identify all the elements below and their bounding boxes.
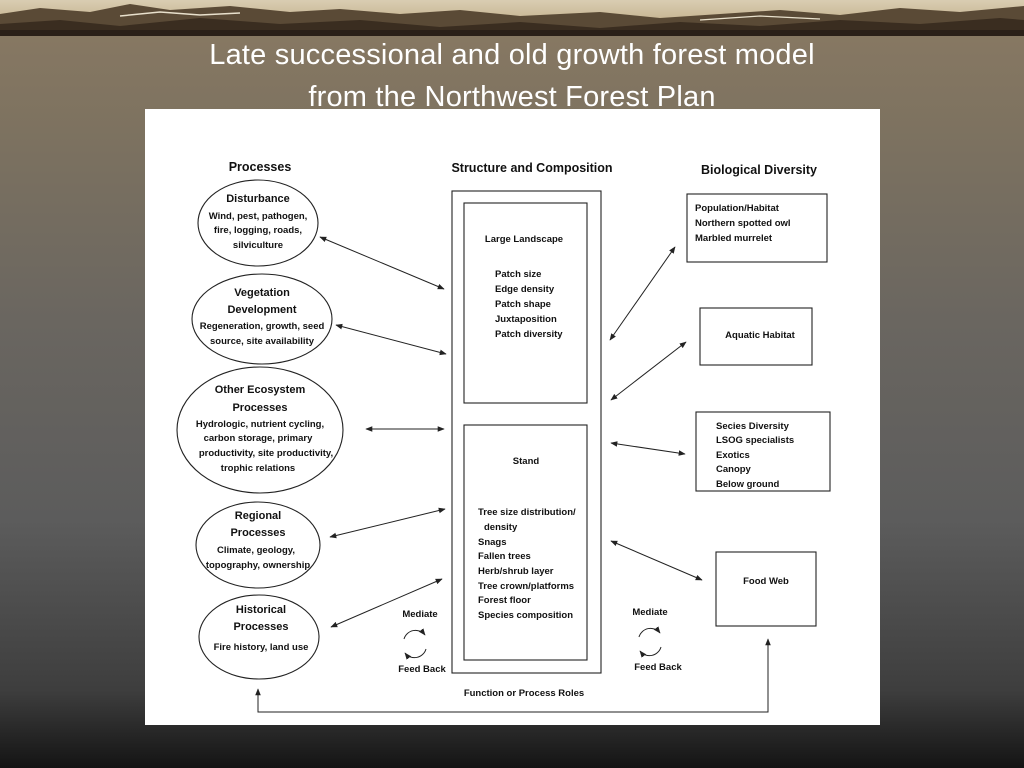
arrow-regional — [329, 507, 446, 539]
diagram-panel: Processes Structure and Composition Biol… — [145, 109, 880, 725]
regional-title: Regional — [235, 510, 281, 522]
species-line: Canopy — [716, 464, 752, 475]
stand-item: Tree size distribution/ — [478, 507, 576, 518]
stand-item: Herb/shrub layer — [478, 566, 554, 577]
arrow-vegetation — [335, 323, 447, 356]
landscape-item: Patch size — [495, 269, 541, 280]
other-ecosystem-line: Hydrologic, nutrient cycling, — [196, 419, 324, 430]
landscape-item: Patch shape — [495, 299, 551, 310]
slide-title-line2: from the Northwest Forest Plan — [308, 81, 716, 113]
stand-item: Forest floor — [478, 595, 531, 606]
stand-box: Stand Tree size distribution/ density Sn… — [463, 424, 588, 661]
regional-processes-ellipse: Regional Processes Climate, geology, top… — [195, 501, 321, 589]
arrow-aquatic — [610, 341, 687, 401]
species-line: LSOG specialists — [716, 435, 794, 446]
function-roles-loop — [255, 638, 771, 713]
landscape-item: Patch diversity — [495, 329, 563, 340]
other-ecosystem-processes-ellipse: Other Ecosystem Processes Hydrologic, nu… — [176, 366, 344, 494]
stand-title: Stand — [513, 456, 540, 467]
arrow-disturbance — [319, 236, 445, 290]
historical-title: Historical — [236, 604, 286, 616]
vegetation-development-ellipse: Vegetation Development Regeneration, gro… — [191, 273, 333, 365]
arrow-food-web — [610, 540, 703, 581]
left-feedback-label: Feed Back — [398, 664, 446, 675]
other-ecosystem-title: Processes — [232, 402, 287, 414]
right-cycle-icon — [638, 626, 662, 658]
stand-item: density — [484, 522, 518, 533]
forest-model-diagram: Processes Structure and Composition Biol… — [176, 160, 831, 713]
stand-item: Tree crown/platforms — [478, 581, 574, 592]
disturbance-line: fire, logging, roads, — [214, 225, 302, 236]
species-line: Below ground — [716, 479, 780, 490]
food-web-label: Food Web — [743, 576, 789, 587]
disturbance-line: Wind, pest, pathogen, — [209, 211, 308, 222]
population-habitat-box: Population/Habitat Northern spotted owl … — [686, 193, 828, 263]
species-line: Secies Diversity — [716, 421, 790, 432]
other-ecosystem-line: trophic relations — [221, 463, 295, 474]
disturbance-line: silviculture — [233, 240, 283, 251]
population-line: Population/Habitat — [695, 203, 780, 214]
historical-line: Fire history, land use — [214, 642, 309, 653]
vegetation-line: source, site availability — [210, 336, 315, 347]
aquatic-habitat-box: Aquatic Habitat — [699, 307, 813, 366]
arrow-historical — [330, 578, 443, 628]
stand-item: Species composition — [478, 610, 573, 621]
function-roles-label: Function or Process Roles — [464, 688, 584, 699]
historical-processes-ellipse: Historical Processes Fire history, land … — [198, 594, 320, 680]
large-landscape-box: Large Landscape Patch size Edge density … — [463, 202, 588, 404]
processes-header: Processes — [229, 160, 292, 174]
arrow-species — [610, 441, 686, 456]
regional-title: Processes — [230, 527, 285, 539]
landscape-banner — [0, 0, 1024, 36]
vegetation-line: Regeneration, growth, seed — [200, 321, 325, 332]
landscape-item: Juxtaposition — [495, 314, 557, 325]
vegetation-title: Vegetation — [234, 287, 290, 299]
biodiversity-header: Biological Diversity — [701, 163, 817, 177]
stand-item: Snags — [478, 537, 507, 548]
left-cycle-icon — [403, 628, 427, 660]
structure-header: Structure and Composition — [451, 161, 612, 175]
slide-title-line1: Late successional and old growth forest … — [209, 39, 815, 71]
other-ecosystem-title: Other Ecosystem — [215, 384, 306, 396]
other-ecosystem-line: productivity, site productivity, — [199, 448, 333, 459]
stand-item: Fallen trees — [478, 551, 531, 562]
other-ecosystem-line: carbon storage, primary — [204, 433, 313, 444]
right-mediate-label: Mediate — [632, 607, 667, 618]
historical-title: Processes — [233, 621, 288, 633]
landscape-item: Edge density — [495, 284, 555, 295]
aquatic-label: Aquatic Habitat — [725, 330, 796, 341]
regional-line: topography, ownership — [206, 560, 311, 571]
species-diversity-box: Secies Diversity LSOG specialists Exotic… — [695, 411, 831, 492]
arrow-population — [609, 246, 676, 341]
population-line: Marbled murrelet — [695, 233, 773, 244]
population-line: Northern spotted owl — [695, 218, 791, 229]
regional-line: Climate, geology, — [217, 545, 295, 556]
disturbance-ellipse: Disturbance Wind, pest, pathogen, fire, … — [197, 179, 319, 267]
food-web-box: Food Web — [715, 551, 817, 627]
right-feedback-label: Feed Back — [634, 662, 682, 673]
vegetation-title: Development — [227, 304, 296, 316]
disturbance-title: Disturbance — [226, 193, 290, 205]
species-line: Exotics — [716, 450, 750, 461]
landscape-title: Large Landscape — [485, 234, 563, 245]
left-mediate-label: Mediate — [402, 609, 437, 620]
slide-title: Late successional and old growth forest … — [0, 34, 1024, 118]
